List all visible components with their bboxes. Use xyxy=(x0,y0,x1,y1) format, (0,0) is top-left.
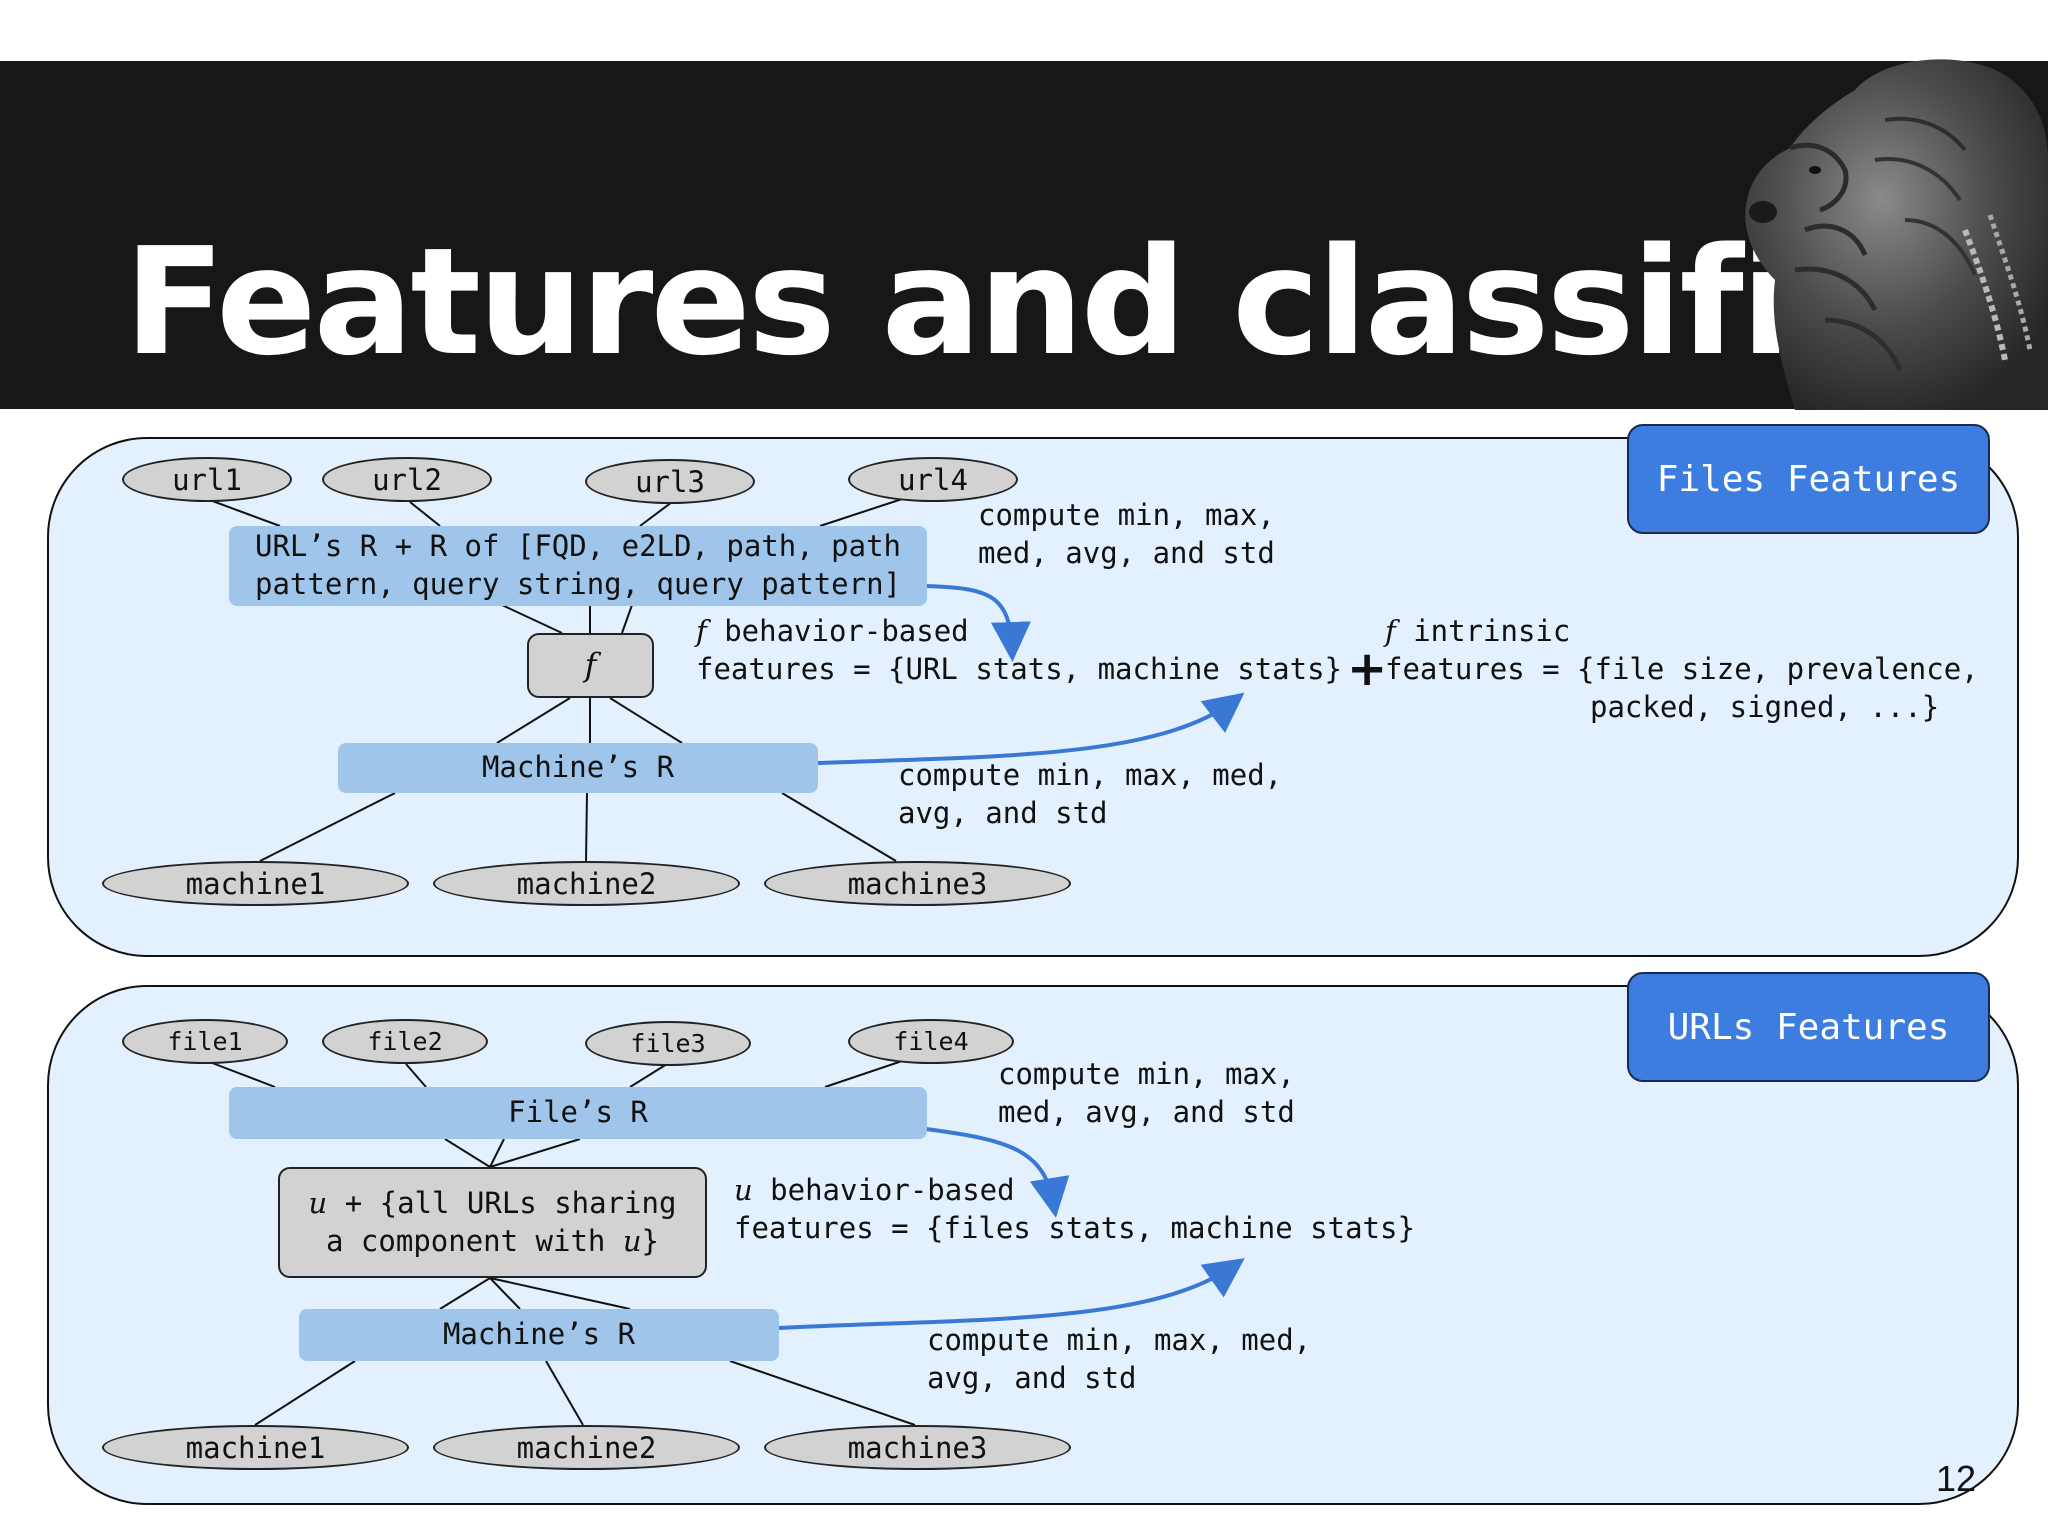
u-node-line2-post: } xyxy=(641,1223,659,1258)
compute-upper-top-line2: med, avg, and std xyxy=(978,536,1275,570)
files-features-tag: Files Features xyxy=(1627,424,1990,534)
title-bar xyxy=(0,61,2048,409)
behavior-features-top: f behavior-based features = {URL stats, … xyxy=(696,612,1342,688)
behavior-symbol-top: f xyxy=(696,614,707,648)
compute-lower-top-line1: compute min, max, med, xyxy=(898,758,1283,792)
intrinsic-line2: features = {file size, prevalence, xyxy=(1385,652,1979,686)
compute-upper-bottom-line2: med, avg, and std xyxy=(998,1095,1295,1129)
compute-upper-top-line1: compute min, max, xyxy=(978,498,1275,532)
url1-node: url1 xyxy=(122,457,292,502)
u-node: u + {all URLs sharing a component with u… xyxy=(278,1167,707,1278)
compute-lower-top: compute min, max, med, avg, and std xyxy=(898,756,1282,832)
mastiff-dog-image xyxy=(1745,59,2048,410)
behavior-line1-top: behavior-based xyxy=(706,614,969,648)
u-node-line2-pre: a component with xyxy=(326,1223,623,1258)
f-symbol: f xyxy=(584,645,597,684)
intrinsic-line1: intrinsic xyxy=(1395,614,1571,648)
machine-r-box-top: Machine’s R xyxy=(338,743,818,793)
intrinsic-features: f intrinsic features = {file size, preva… xyxy=(1385,612,1979,688)
urls-features-tag: URLs Features xyxy=(1627,972,1990,1082)
behavior-features-bottom: u behavior-based features = {files stats… xyxy=(734,1171,1415,1247)
file1-node: file1 xyxy=(122,1019,288,1064)
compute-upper-bottom: compute min, max, med, avg, and std xyxy=(998,1055,1295,1131)
file4-node: file4 xyxy=(848,1019,1014,1064)
urls-r-box: URL’s R + R of [FQD, e2LD, path, path pa… xyxy=(229,526,927,606)
behavior-symbol-bottom: u xyxy=(734,1173,753,1207)
behavior-line2-top: features = {URL stats, machine stats} xyxy=(696,652,1343,686)
files-r-box: File’s R xyxy=(229,1087,927,1139)
behavior-line2-bottom: features = {files stats, machine stats} xyxy=(734,1211,1415,1245)
compute-upper-bottom-line1: compute min, max, xyxy=(998,1057,1295,1091)
url2-node: url2 xyxy=(322,457,492,502)
file2-node: file2 xyxy=(322,1019,488,1064)
urls-r-line1: URL’s R + R of [FQD, e2LD, path, path xyxy=(254,529,901,564)
f-node: f xyxy=(527,633,654,698)
machine2-node-top: machine2 xyxy=(433,861,740,906)
machine3-node-bottom: machine3 xyxy=(764,1425,1071,1470)
machine1-node-bottom: machine1 xyxy=(102,1425,409,1470)
u-symbol-2: u xyxy=(622,1223,642,1258)
page-number: 12 xyxy=(1936,1458,1977,1499)
compute-upper-top: compute min, max, med, avg, and std xyxy=(978,496,1275,572)
u-node-line2: a component with u} xyxy=(326,1223,659,1261)
compute-lower-bottom-line2: avg, and std xyxy=(927,1361,1137,1395)
behavior-line1-bottom: behavior-based xyxy=(752,1173,1015,1207)
intrinsic-symbol: f xyxy=(1385,614,1396,648)
machine-r-box-bottom: Machine’s R xyxy=(299,1309,779,1361)
compute-lower-bottom: compute min, max, med, avg, and std xyxy=(927,1321,1311,1397)
u-symbol-1: u xyxy=(308,1185,328,1220)
machine1-node-top: machine1 xyxy=(102,861,409,906)
intrinsic-line3: packed, signed, ...} xyxy=(1590,690,1940,724)
url3-node: url3 xyxy=(585,459,755,504)
urls-r-line2: pattern, query string, query pattern] xyxy=(254,567,901,601)
slide-title: Features and classifier xyxy=(124,216,1959,388)
machine2-node-bottom: machine2 xyxy=(433,1425,740,1470)
url4-node: url4 xyxy=(848,457,1018,502)
u-node-line1-rest: + {all URLs sharing xyxy=(327,1185,677,1220)
plus-sign: + xyxy=(1347,641,1388,697)
machine3-node-top: machine3 xyxy=(764,861,1071,906)
u-node-line1: u + {all URLs sharing xyxy=(309,1185,677,1223)
compute-lower-bottom-line1: compute min, max, med, xyxy=(927,1323,1312,1357)
file3-node: file3 xyxy=(585,1021,751,1066)
compute-lower-top-line2: avg, and std xyxy=(898,796,1108,830)
